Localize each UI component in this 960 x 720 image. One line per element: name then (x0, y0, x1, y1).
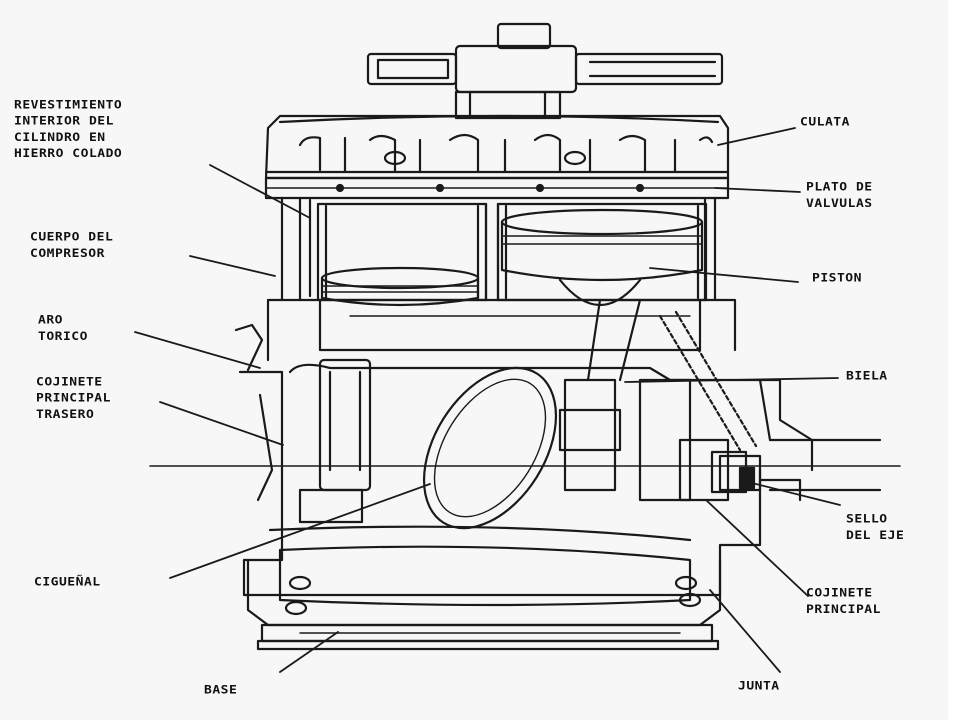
label-cojinete-principal-trasero: COJINETE PRINCIPAL TRASERO (36, 375, 111, 422)
valve-plate (264, 176, 730, 200)
label-aro-torico: ARO TORICO (38, 313, 88, 344)
leader-lines (134, 127, 841, 673)
label-revestimiento: REVESTIMIENTO INTERIOR DEL CILINDRO EN H… (14, 98, 123, 161)
cylinder-head (264, 114, 730, 180)
label-biela: BIELA (846, 369, 888, 384)
crankshaft (149, 366, 901, 530)
label-plato-de-valvulas: PLATO DE VALVULAS (806, 180, 873, 211)
page-edge (948, 0, 960, 720)
connecting-rod (586, 298, 758, 452)
right-piston (500, 208, 704, 306)
label-sello-del-eje: SELLO DEL EJE (846, 512, 905, 543)
label-base: BASE (204, 683, 238, 698)
left-piston (320, 266, 480, 307)
shaft-seal (718, 438, 882, 502)
label-cuerpo-del-compresor: CUERPO DEL COMPRESOR (30, 230, 114, 261)
gasket (256, 639, 720, 651)
label-piston: PISTON (812, 271, 862, 286)
label-ciguenal: CIGUEÑAL (34, 575, 101, 590)
cylinder-bores (316, 202, 708, 302)
base (246, 525, 722, 643)
label-junta: JUNTA (738, 679, 780, 694)
label-culata: CULATA (800, 115, 850, 130)
top-fitting (366, 22, 724, 120)
label-cojinete-principal: COJINETE PRINCIPAL (806, 586, 881, 617)
crankcase (234, 323, 814, 597)
